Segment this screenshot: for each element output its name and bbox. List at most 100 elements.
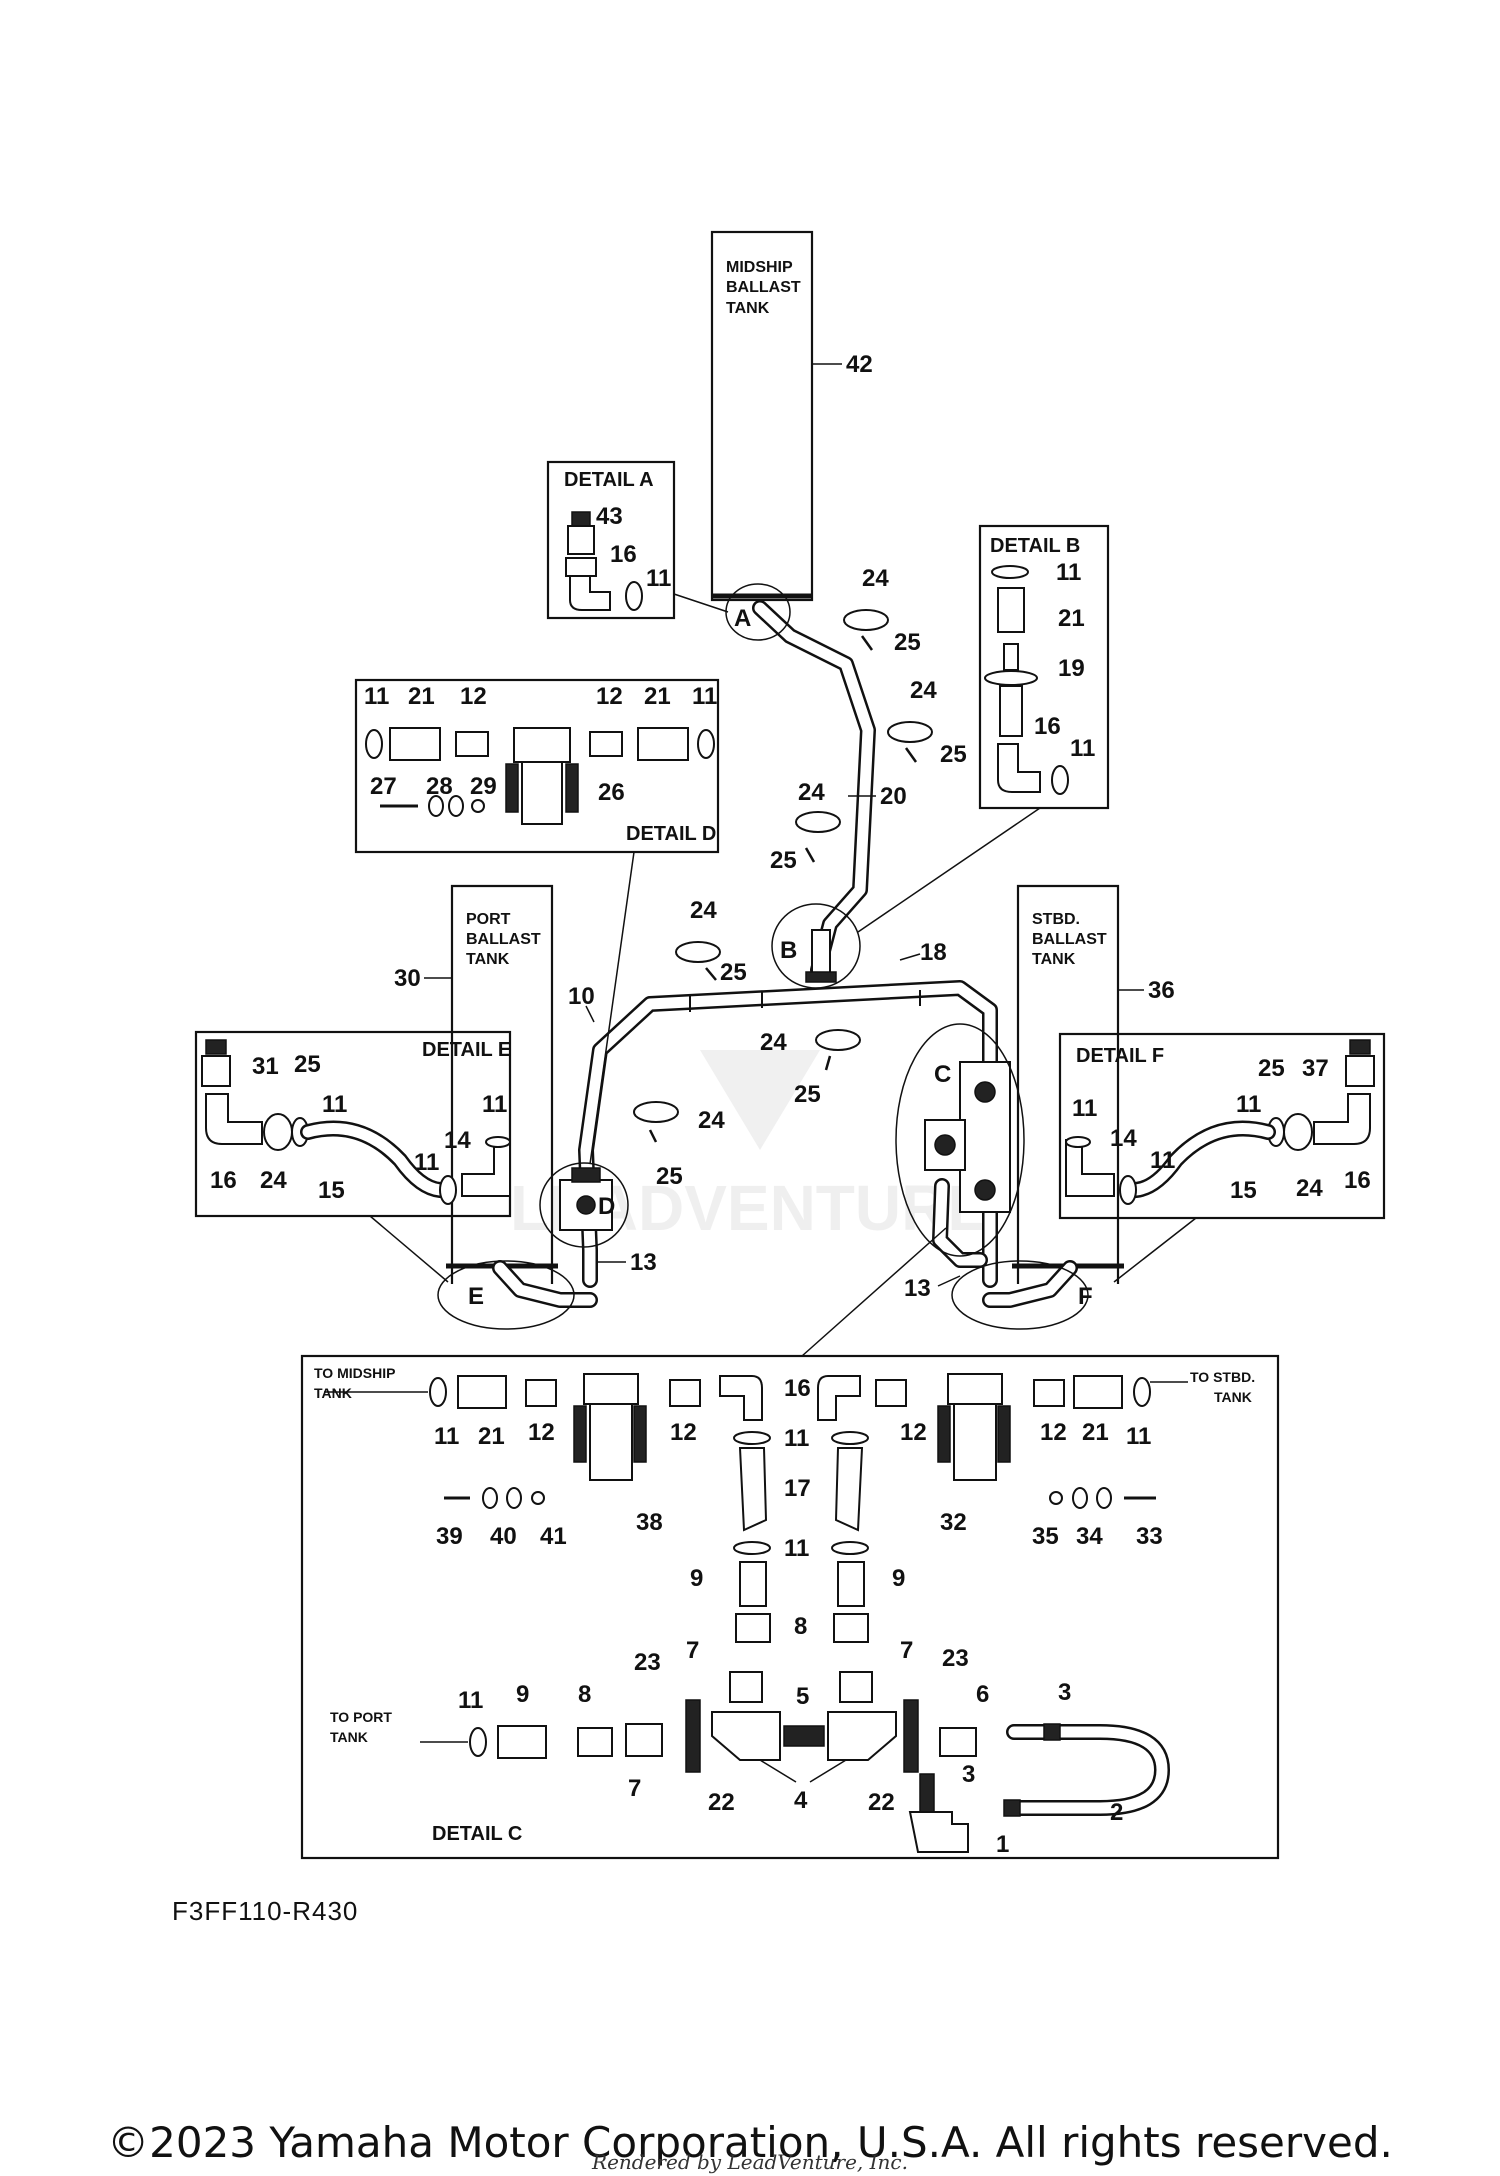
svg-text:11: 11: [692, 683, 717, 710]
svg-text:2: 2: [1110, 1799, 1123, 1826]
detail-d: DETAIL D 11 21 12 12 21 11 27 28 29 26: [354, 678, 720, 854]
rendered-by-notice: Rendered by LeadVenture, Inc.: [592, 2150, 908, 2174]
svg-text:11: 11: [322, 1091, 347, 1118]
svg-text:TANK: TANK: [330, 1729, 368, 1745]
svg-text:DETAIL B: DETAIL B: [990, 535, 1080, 557]
callout-c: C: [934, 1061, 951, 1088]
part-20: 20: [880, 783, 907, 810]
svg-text:25: 25: [794, 1081, 821, 1108]
part-42: 42: [846, 351, 873, 378]
callout-circle-d: [539, 1162, 629, 1248]
part-30: 30: [394, 965, 421, 992]
svg-text:16: 16: [784, 1375, 811, 1402]
svg-text:11: 11: [434, 1423, 459, 1450]
svg-text:TO STBD.: TO STBD.: [1190, 1369, 1255, 1385]
svg-text:17: 17: [784, 1475, 811, 1502]
svg-text:24: 24: [1296, 1175, 1323, 1202]
clamp-group-2: 24 25: [887, 677, 967, 768]
svg-text:21: 21: [1058, 605, 1085, 632]
svg-text:27: 27: [370, 773, 397, 800]
svg-text:16: 16: [1344, 1167, 1371, 1194]
svg-text:8: 8: [578, 1681, 591, 1708]
svg-text:8: 8: [794, 1613, 807, 1640]
callout-b: B: [780, 937, 797, 964]
svg-text:35: 35: [1032, 1523, 1059, 1550]
svg-text:PORT: PORT: [466, 911, 511, 928]
svg-text:16: 16: [1034, 713, 1061, 740]
figure-code: F3FF110-R430: [172, 1896, 359, 1926]
stbd-ballast-tank: STBD. BALLAST TANK: [1012, 884, 1124, 1284]
svg-text:TO MIDSHIP: TO MIDSHIP: [314, 1365, 395, 1381]
svg-text:16: 16: [210, 1167, 237, 1194]
svg-text:TANK: TANK: [466, 951, 510, 968]
svg-text:22: 22: [708, 1789, 735, 1816]
svg-text:25: 25: [894, 629, 921, 656]
svg-text:33: 33: [1136, 1523, 1163, 1550]
svg-text:40: 40: [490, 1523, 517, 1550]
svg-text:12: 12: [900, 1419, 927, 1446]
svg-text:7: 7: [686, 1637, 699, 1664]
svg-text:DETAIL F: DETAIL F: [1076, 1045, 1164, 1067]
clamp-group-1: 24 25: [843, 565, 921, 656]
svg-text:DETAIL D: DETAIL D: [626, 823, 716, 845]
detail-b: DETAIL B 11 21 19 16 11: [978, 524, 1110, 810]
svg-text:43: 43: [596, 503, 623, 530]
callout-f: F: [1078, 1283, 1093, 1310]
svg-text:41: 41: [540, 1523, 567, 1550]
svg-text:38: 38: [636, 1509, 663, 1536]
detail-c: DETAIL C TO MIDSHIP TANK TO STBD. TANK T…: [300, 1354, 1280, 1860]
svg-text:12: 12: [1040, 1419, 1067, 1446]
svg-text:11: 11: [414, 1149, 439, 1176]
svg-text:25: 25: [770, 847, 797, 874]
svg-text:TANK: TANK: [314, 1385, 352, 1401]
svg-text:34: 34: [1076, 1523, 1103, 1550]
svg-text:6: 6: [976, 1681, 989, 1708]
pump-detail-d-site: [559, 1167, 613, 1231]
svg-text:26: 26: [598, 779, 625, 806]
svg-text:DETAIL C: DETAIL C: [432, 1823, 522, 1845]
svg-text:25: 25: [294, 1051, 321, 1078]
part-13-left: 13: [630, 1249, 657, 1276]
svg-text:3: 3: [1058, 1679, 1071, 1706]
port-ballast-tank: PORT BALLAST TANK: [446, 884, 558, 1284]
svg-text:14: 14: [1110, 1125, 1137, 1152]
svg-text:22: 22: [868, 1789, 895, 1816]
svg-text:9: 9: [690, 1565, 703, 1592]
callout-e: E: [468, 1283, 484, 1310]
svg-text:3: 3: [962, 1761, 975, 1788]
svg-text:9: 9: [516, 1681, 529, 1708]
callout-a: A: [734, 605, 751, 632]
clamp-group-5: 24 25: [760, 1029, 861, 1108]
svg-text:24: 24: [690, 897, 717, 924]
callout-d: D: [598, 1193, 615, 1220]
svg-text:11: 11: [1070, 735, 1095, 762]
fitting-detail-b-site: [805, 929, 837, 983]
svg-text:11: 11: [784, 1425, 809, 1452]
svg-text:39: 39: [436, 1523, 463, 1550]
svg-text:11: 11: [784, 1535, 809, 1562]
svg-text:23: 23: [942, 1645, 969, 1672]
svg-text:19: 19: [1058, 655, 1085, 682]
svg-text:5: 5: [796, 1683, 809, 1710]
svg-text:25: 25: [720, 959, 747, 986]
svg-text:37: 37: [1302, 1055, 1329, 1082]
svg-text:31: 31: [252, 1053, 279, 1080]
detail-a: DETAIL A 43 16 11: [546, 460, 676, 620]
svg-text:24: 24: [910, 677, 937, 704]
callout-circle-e: [437, 1260, 575, 1330]
svg-text:25: 25: [940, 741, 967, 768]
svg-text:14: 14: [444, 1127, 471, 1154]
svg-text:15: 15: [1230, 1177, 1257, 1204]
svg-text:STBD.: STBD.: [1032, 911, 1080, 928]
svg-text:24: 24: [798, 779, 825, 806]
svg-text:29: 29: [470, 773, 497, 800]
detail-e: DETAIL E 31 25 11 16 24 15 11 14 11: [194, 1030, 511, 1218]
svg-text:11: 11: [1150, 1147, 1175, 1174]
svg-text:TANK: TANK: [1032, 951, 1076, 968]
svg-text:1: 1: [996, 1831, 1009, 1858]
svg-text:16: 16: [610, 541, 637, 568]
detail-f: DETAIL F 25 37 11 11 14 11 15 24 16: [1058, 1032, 1386, 1220]
part-18: 18: [920, 939, 947, 966]
svg-text:11: 11: [1126, 1423, 1151, 1450]
part-10: 10: [568, 983, 595, 1010]
